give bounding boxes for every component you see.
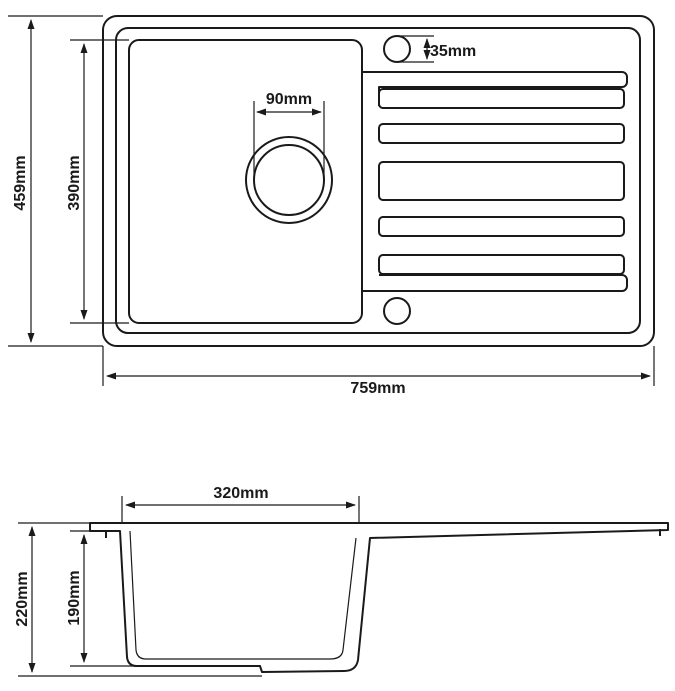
dim-tap-hole: 35mm: [397, 35, 476, 63]
label-bowl-depth: 190mm: [66, 570, 83, 625]
dim-bowl-height: 390mm: [66, 39, 129, 324]
label-overall-width: 759mm: [350, 380, 405, 397]
label-overall-height: 459mm: [12, 155, 29, 210]
sink-inner-rim: [115, 27, 641, 334]
label-drain-diameter: 90mm: [266, 91, 312, 108]
tap-hole: [383, 35, 411, 63]
bowl: [128, 39, 363, 324]
dim-drain-diameter: 90mm: [253, 91, 325, 180]
dim-bowl-depth: 190mm: [66, 530, 137, 667]
side-clips: [105, 529, 661, 538]
drainboard-top-edge: [362, 71, 628, 106]
label-tap-hole: 35mm: [430, 43, 476, 60]
label-bowl-width: 320mm: [213, 485, 268, 502]
drain-groove: [378, 161, 625, 201]
dim-bowl-width: 320mm: [121, 485, 360, 523]
drain-groove: [378, 123, 625, 144]
drainboard: [362, 71, 628, 292]
sink-profile: [89, 522, 669, 673]
overflow-hole: [383, 297, 411, 325]
label-overall-depth: 220mm: [14, 571, 31, 626]
drain-groove: [378, 88, 625, 109]
dim-overall-height: 459mm: [8, 15, 103, 347]
drainboard-bottom-edge: [362, 274, 628, 292]
bowl-inner-profile: [129, 530, 357, 660]
dim-overall-depth: 220mm: [14, 522, 262, 677]
side-view: 320mm 220mm 190mm: [14, 485, 669, 677]
top-view: 459mm 390mm 90mm 35mm 759mm: [8, 15, 655, 397]
drain: [245, 136, 333, 224]
dim-overall-width: 759mm: [102, 346, 655, 397]
sink-outer-rim: [102, 15, 655, 347]
label-bowl-height: 390mm: [66, 155, 83, 210]
drain-groove: [378, 216, 625, 237]
drain-groove: [378, 254, 625, 275]
